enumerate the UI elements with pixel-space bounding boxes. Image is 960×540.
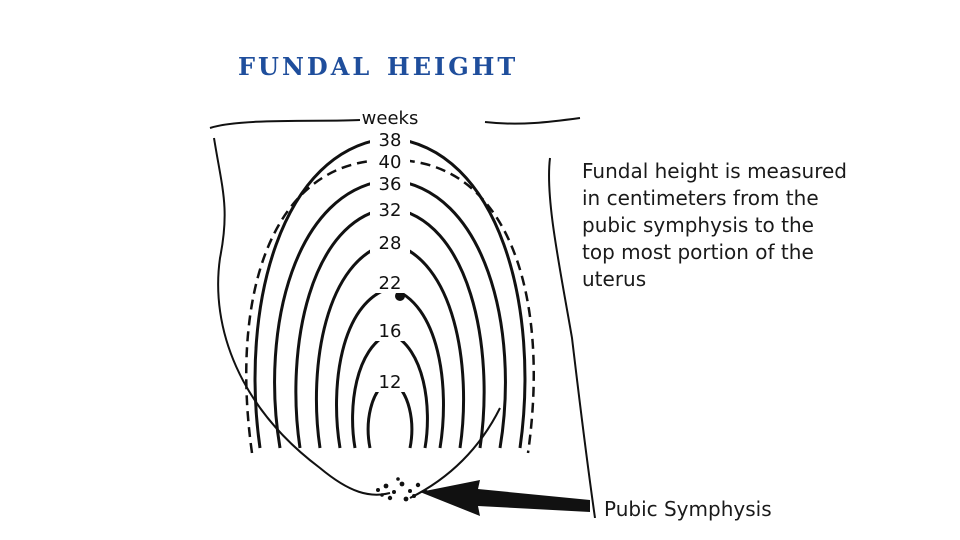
week-label: 28 — [379, 233, 402, 254]
week-label: 22 — [379, 273, 402, 294]
umbilicus-marker — [395, 291, 405, 301]
torso-left-side — [213, 137, 391, 496]
torso-right-side — [548, 157, 596, 518]
week-label: 32 — [379, 200, 402, 221]
slide-title: Fundal Height — [238, 44, 519, 84]
week-label: 12 — [379, 372, 402, 393]
week-label: 38 — [379, 130, 402, 151]
fundal-height-diagram: weeks 38 40 36 32 28 22 16 12 — [200, 108, 620, 518]
torso-outline — [484, 117, 581, 125]
week-label: 36 — [379, 174, 402, 195]
week-label: 40 — [379, 152, 402, 173]
weeks-header: weeks — [362, 108, 419, 129]
pubic-symphysis-label: Pubic Symphysis — [604, 497, 772, 521]
fundal-height-description: Fundal height is measured in centimeters… — [582, 159, 847, 291]
torso-outline — [209, 119, 361, 129]
pointer-arrow — [420, 480, 590, 516]
abdomen-fold — [409, 407, 501, 499]
week-label: 16 — [379, 321, 402, 342]
